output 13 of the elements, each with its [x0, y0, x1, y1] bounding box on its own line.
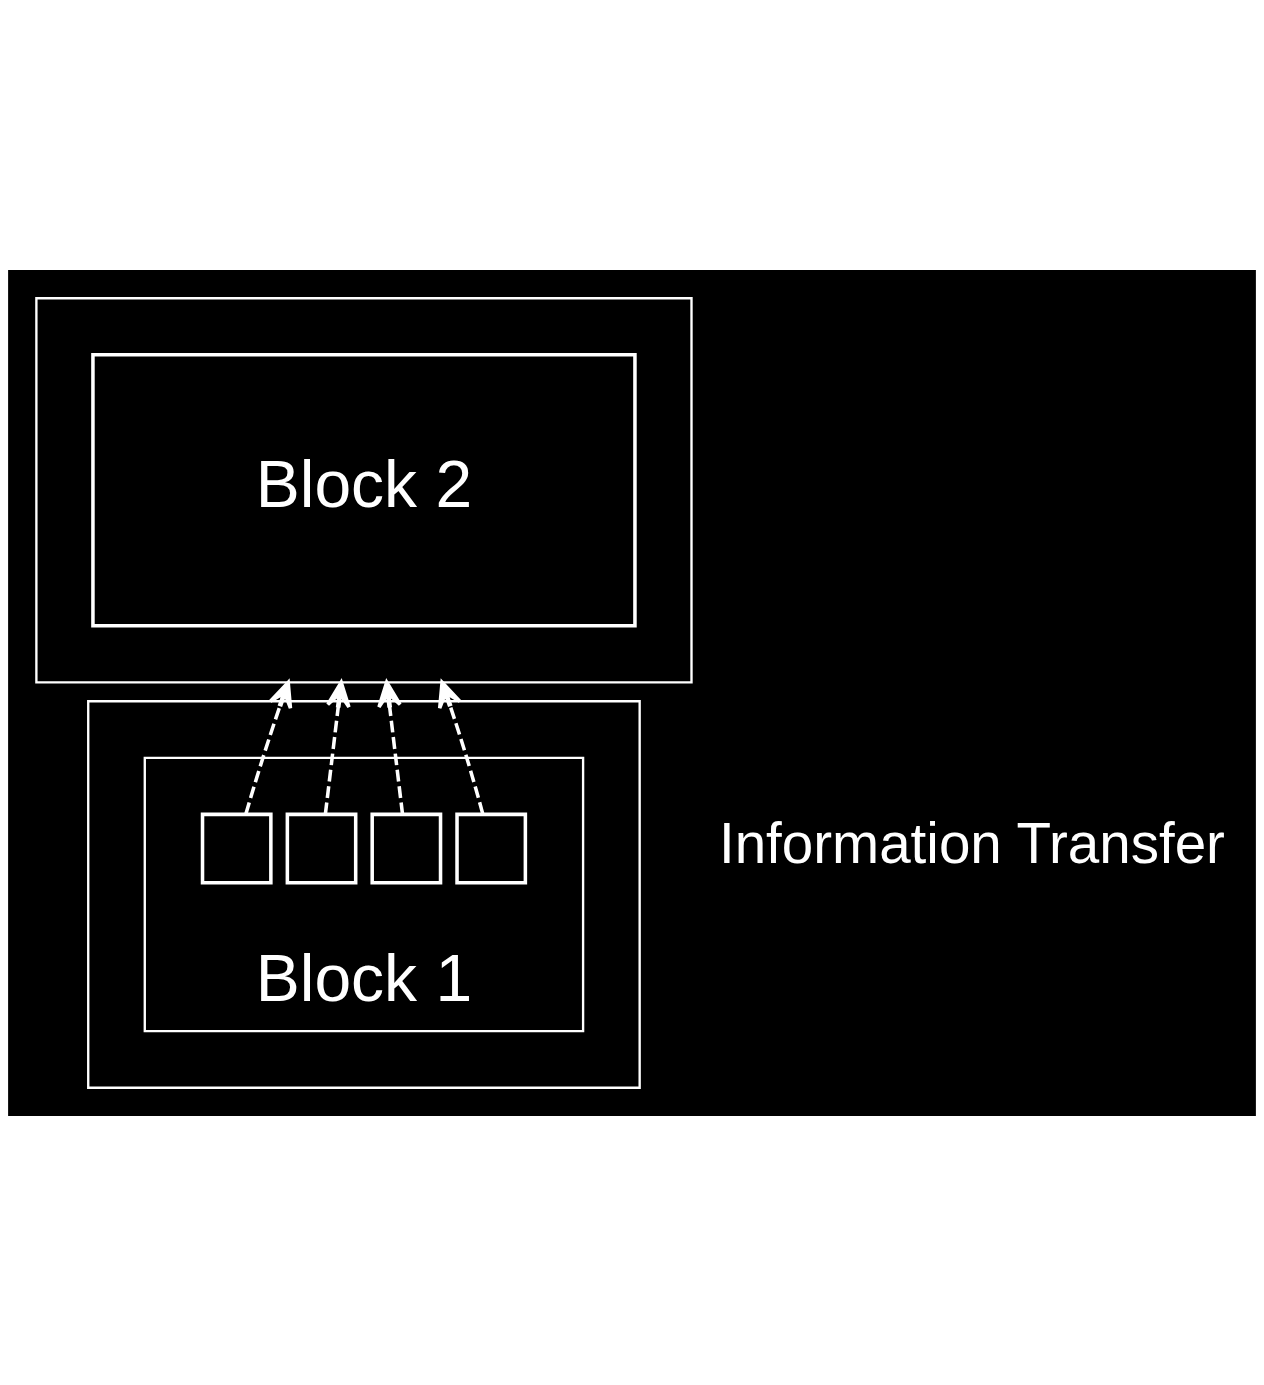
cluster: [87, 699, 641, 1089]
node-box: Block 2: [91, 352, 637, 628]
arrow: [377, 680, 405, 814]
arrow: [323, 680, 351, 814]
arrow: [437, 680, 485, 814]
node-box: [285, 812, 358, 884]
node-box: [370, 812, 443, 884]
node-box: [200, 812, 273, 884]
label: Information Transfer: [718, 811, 1225, 875]
cluster: [35, 296, 693, 684]
cluster: Block 1: [143, 756, 585, 1032]
arrow: [244, 680, 293, 814]
node-box: [455, 812, 528, 884]
